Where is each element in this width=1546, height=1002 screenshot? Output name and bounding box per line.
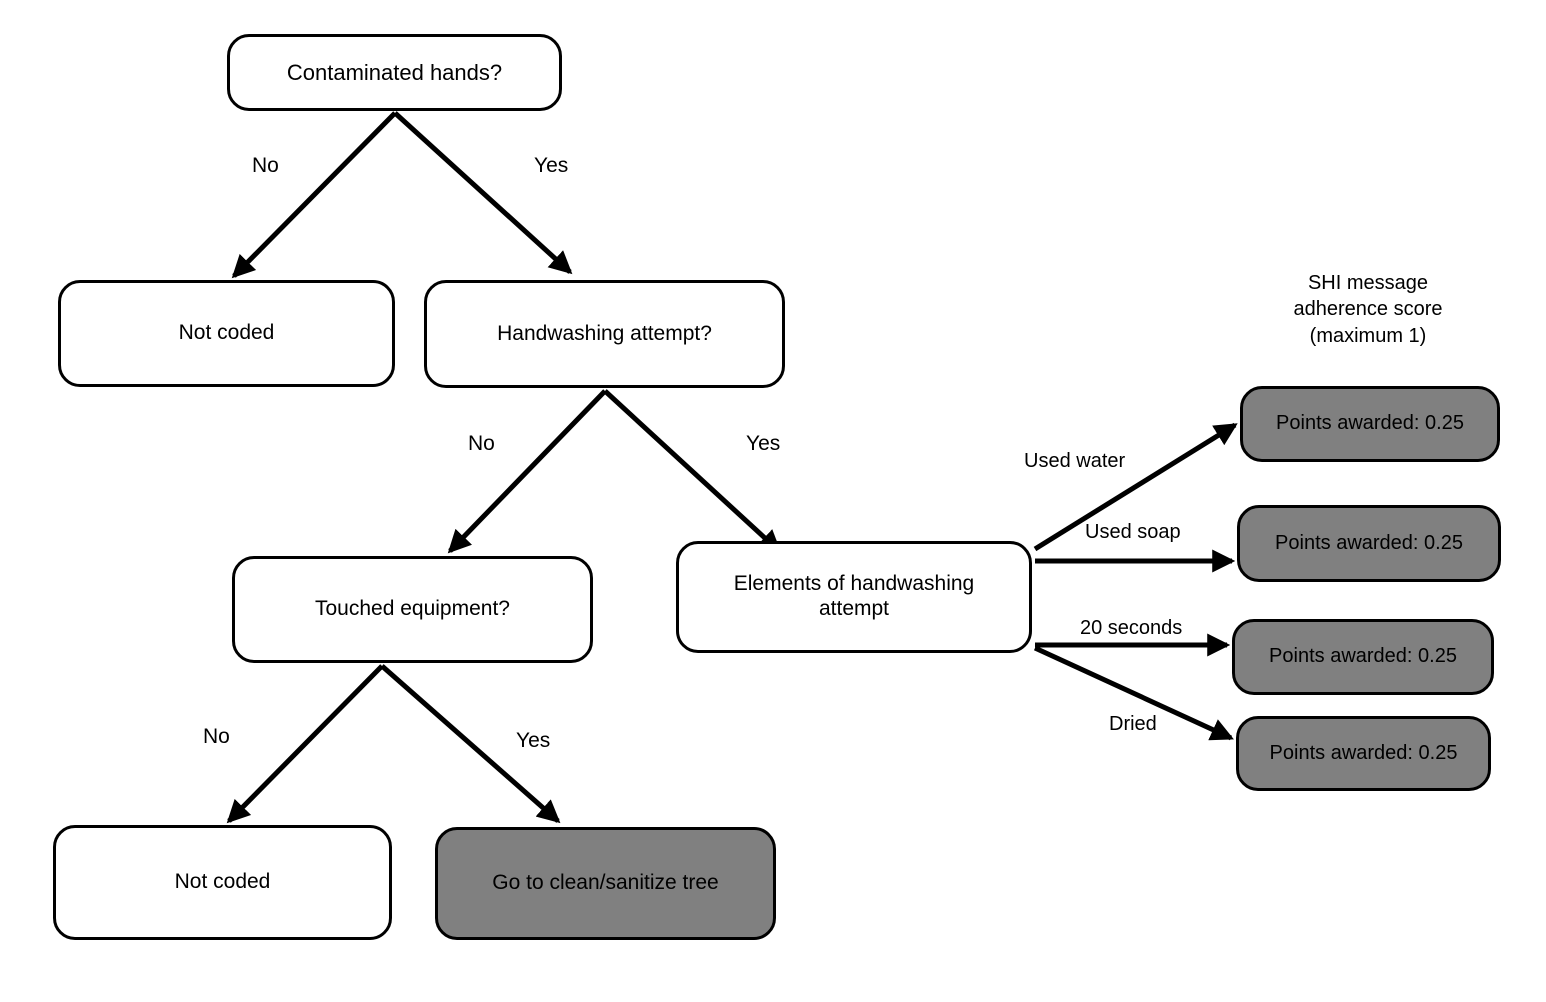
node-label: Points awarded: 0.25 <box>1276 412 1464 435</box>
edge-used-water-label: Used water <box>1024 450 1126 472</box>
node-label: Not coded <box>174 870 271 894</box>
edge-contaminated-yes-label: Yes <box>534 154 569 177</box>
edge-handwashing-no-label: No <box>468 432 495 455</box>
edge-used-water <box>1033 422 1238 552</box>
edge-contaminated-yes <box>393 111 573 275</box>
edge-contaminated-no <box>231 111 397 279</box>
node-label: Not coded <box>178 321 275 345</box>
edge-contaminated-no-label: No <box>252 154 279 177</box>
node-points-soap[interactable]: Points awarded: 0.25 <box>1237 505 1501 582</box>
node-elements-of-handwashing[interactable]: Elements of handwashing attempt <box>676 541 1032 653</box>
edge-20-seconds-label: 20 seconds <box>1080 617 1183 639</box>
node-touched-equipment[interactable]: Touched equipment? <box>232 556 593 663</box>
node-contaminated-hands[interactable]: Contaminated hands? <box>227 34 562 111</box>
node-label: Contaminated hands? <box>286 59 503 85</box>
edge-dried <box>1033 645 1234 741</box>
node-points-water[interactable]: Points awarded: 0.25 <box>1240 386 1500 462</box>
node-go-to-clean-sanitize-tree[interactable]: Go to clean/sanitize tree <box>435 827 776 940</box>
node-label: Points awarded: 0.25 <box>1269 645 1457 668</box>
edge-touched-no-label: No <box>203 725 230 748</box>
node-label: Handwashing attempt? <box>497 321 712 345</box>
edge-touched-no <box>226 664 384 824</box>
node-label: Touched equipment? <box>315 597 510 621</box>
edge-handwashing-yes-label: Yes <box>746 432 781 455</box>
node-label: Go to clean/sanitize tree <box>492 871 719 895</box>
edge-used-soap-label: Used soap <box>1085 521 1181 543</box>
node-not-coded-bottom[interactable]: Not coded <box>53 825 392 940</box>
edge-dried-label: Dried <box>1109 713 1157 735</box>
node-label: Points awarded: 0.25 <box>1275 531 1463 554</box>
node-points-dried[interactable]: Points awarded: 0.25 <box>1236 716 1491 791</box>
node-label: Elements of handwashing attempt <box>733 572 975 620</box>
edge-handwashing-yes <box>603 389 782 554</box>
edge-touched-yes <box>380 664 561 824</box>
node-not-coded-top[interactable]: Not coded <box>58 280 395 387</box>
edge-handwashing-no <box>447 389 607 554</box>
shi-score-caption: SHI message adherence score (maximum 1) <box>1293 272 1443 347</box>
node-label: Points awarded: 0.25 <box>1269 741 1458 764</box>
node-handwashing-attempt[interactable]: Handwashing attempt? <box>424 280 785 388</box>
node-points-20-seconds[interactable]: Points awarded: 0.25 <box>1232 619 1494 695</box>
edge-touched-yes-label: Yes <box>516 729 551 752</box>
